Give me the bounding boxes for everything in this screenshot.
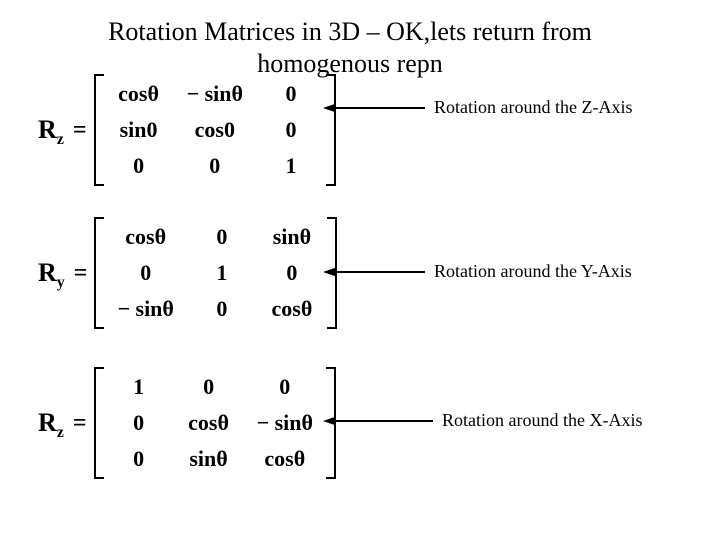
matrix-cell: − sinθ (256, 410, 314, 435)
matrix-row: 0 sinθ cosθ (104, 441, 326, 477)
arrow-left-icon (323, 267, 425, 276)
matrix-cell: 0 (133, 410, 145, 435)
matrix-subscript: z (56, 424, 64, 442)
matrix-cell: 0 (209, 153, 221, 178)
matrix-row: 0 0 1 (104, 148, 326, 184)
page-title: Rotation Matrices in 3D – OK,lets return… (0, 16, 700, 79)
rotation-matrix-z: Rz = cosθ − sinθ 0 sin0 cos0 0 0 0 1 (38, 74, 337, 186)
caption-x-axis: Rotation around the X-Axis (323, 410, 642, 431)
caption-text: Rotation around the Y-Axis (434, 261, 632, 281)
matrix-letter: R (38, 408, 57, 437)
matrix-cell: 0 (285, 117, 297, 142)
matrix-letter: R (38, 115, 57, 144)
matrix-row: 0 1 0 (104, 255, 326, 291)
left-bracket (94, 217, 105, 329)
caption-z-axis: Rotation around the Z-Axis (323, 97, 632, 118)
matrix-cell: 1 (285, 153, 297, 178)
matrix-label: Ry (38, 258, 65, 292)
right-bracket (326, 74, 337, 186)
matrix-cell: cosθ (125, 224, 167, 249)
matrix-cell: 0 (133, 446, 145, 471)
matrix-cell: sinθ (272, 224, 312, 249)
matrix-letter: R (38, 258, 57, 287)
caption-y-axis: Rotation around the Y-Axis (323, 261, 632, 282)
matrix-table: cosθ 0 sinθ 0 1 0 − sinθ 0 cosθ (104, 219, 326, 327)
matrix-cell: 0 (203, 374, 215, 399)
matrix-row: 1 0 0 (104, 369, 326, 405)
matrix-row: − sinθ 0 cosθ (104, 291, 326, 327)
matrix-cell: cosθ (118, 81, 159, 106)
matrix-table: cosθ − sinθ 0 sin0 cos0 0 0 0 1 (104, 76, 326, 184)
caption-text: Rotation around the X-Axis (442, 410, 643, 430)
matrix-cell: 0 (133, 153, 145, 178)
matrix-cell: sinθ (189, 446, 228, 471)
title-line-1: Rotation Matrices in 3D – OK,lets return… (108, 17, 592, 46)
matrix-row: 0 cosθ − sinθ (104, 405, 326, 441)
matrix-cell: 1 (133, 374, 145, 399)
matrix-cell: sin0 (119, 117, 158, 142)
title-line-2: homogenous repn (257, 48, 443, 78)
matrix-brackets: cosθ − sinθ 0 sin0 cos0 0 0 0 1 (93, 74, 337, 186)
arrow-left-icon (323, 103, 425, 112)
matrix-cell: cosθ (264, 446, 306, 471)
equals-sign: = (72, 116, 87, 143)
matrix-row: cosθ 0 sinθ (104, 219, 326, 255)
matrix-cell: 0 (286, 260, 298, 285)
caption-text: Rotation around the Z-Axis (434, 97, 633, 117)
matrix-cell: cosθ (271, 296, 313, 321)
matrix-table: 1 0 0 0 cosθ − sinθ 0 sinθ cosθ (104, 369, 326, 477)
matrix-cell: 0 (216, 224, 228, 249)
equals-sign: = (73, 259, 88, 286)
left-bracket (93, 367, 104, 479)
matrix-cell: 0 (279, 374, 291, 399)
matrix-cell: cosθ (188, 410, 229, 435)
matrix-brackets: 1 0 0 0 cosθ − sinθ 0 sinθ cosθ (93, 367, 337, 479)
matrix-brackets: cosθ 0 sinθ 0 1 0 − sinθ 0 cosθ (94, 217, 337, 329)
matrix-cell: cos0 (194, 117, 235, 142)
matrix-row: sin0 cos0 0 (104, 112, 326, 148)
matrix-cell: − sinθ (117, 296, 174, 321)
arrow-left-icon (323, 416, 433, 425)
left-bracket (93, 74, 104, 186)
matrix-cell: 0 (216, 296, 228, 321)
rotation-matrix-y: Ry = cosθ 0 sinθ 0 1 0 − sinθ 0 cosθ (38, 217, 337, 329)
matrix-cell: 0 (140, 260, 152, 285)
matrix-cell: − sinθ (186, 81, 244, 106)
matrix-subscript: z (56, 131, 64, 149)
matrix-label: Rz (38, 115, 64, 149)
matrix-subscript: y (56, 274, 65, 292)
matrix-label: Rz (38, 408, 64, 442)
equals-sign: = (72, 409, 87, 436)
rotation-matrix-x: Rz = 1 0 0 0 cosθ − sinθ 0 sinθ cosθ (38, 367, 337, 479)
matrix-cell: 0 (285, 81, 297, 106)
matrix-cell: 1 (216, 260, 228, 285)
matrix-row: cosθ − sinθ 0 (104, 76, 326, 112)
